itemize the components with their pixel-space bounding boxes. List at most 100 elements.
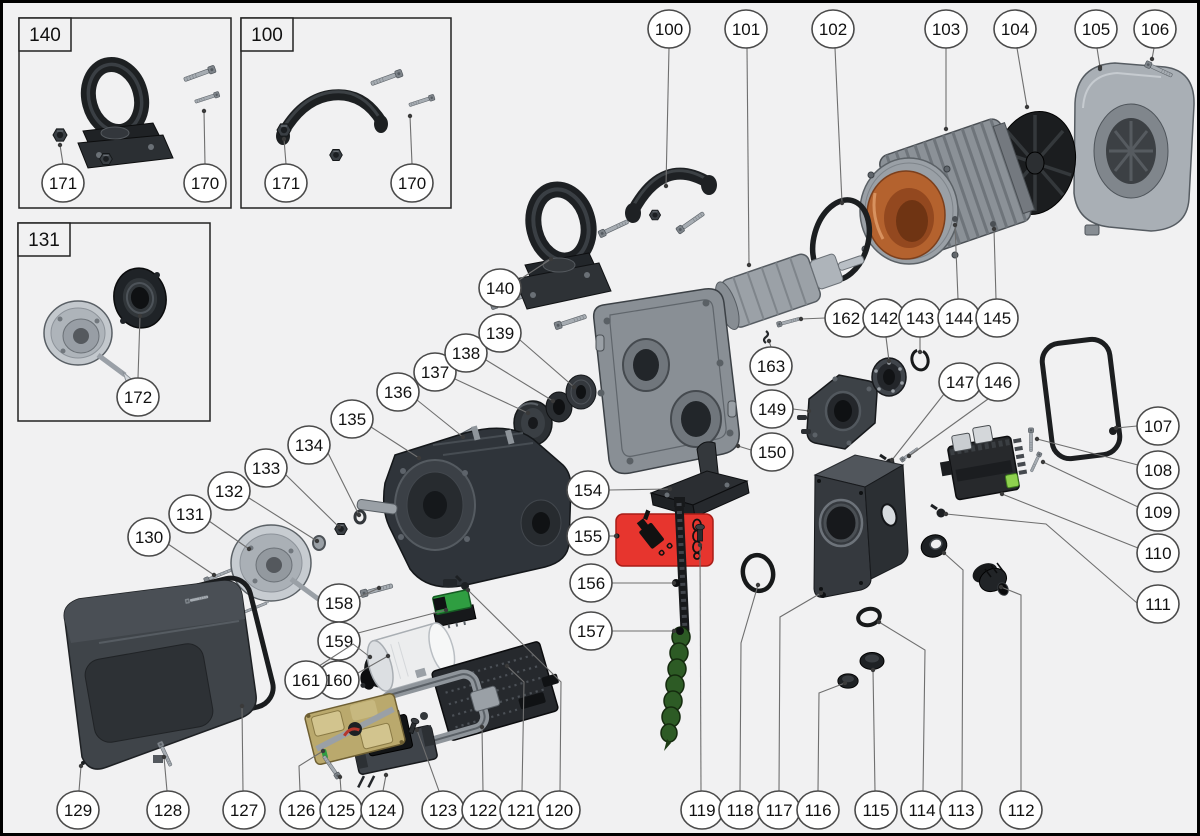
svg-text:147: 147: [946, 373, 974, 392]
callout-156: 156: [569, 563, 677, 603]
callout-146: 146: [906, 362, 1020, 459]
callout-134: 134: [287, 425, 362, 518]
callout-123: 123: [414, 727, 465, 830]
inset-100-label: 100: [251, 25, 283, 46]
parts-layer: [43, 56, 1195, 789]
inset-140-label: 140: [29, 25, 61, 46]
svg-text:125: 125: [327, 801, 355, 820]
svg-text:104: 104: [1001, 20, 1029, 39]
gearbox-part: [356, 425, 572, 588]
chain-bracket-part: [649, 441, 750, 518]
svg-text:119: 119: [688, 801, 715, 820]
cable-gland-112-part: [972, 562, 1009, 596]
capacitor-part: [360, 622, 456, 692]
svg-text:161: 161: [292, 671, 320, 690]
svg-text:145: 145: [983, 309, 1011, 328]
screw-162-part: [776, 315, 801, 328]
worm-gear-part: [660, 626, 691, 751]
callout-129: 129: [56, 763, 100, 830]
callout-103: 103: [924, 9, 968, 132]
callout-100: 100: [647, 9, 691, 189]
svg-text:156: 156: [577, 574, 605, 593]
svg-text:138: 138: [452, 344, 480, 363]
inset-131-tab: [17, 222, 71, 257]
brake-disc-part: [230, 524, 334, 614]
bearing-bracket-part: [797, 374, 878, 450]
callout-143: 143: [898, 298, 942, 355]
svg-text:126: 126: [287, 801, 315, 820]
svg-text:128: 128: [154, 801, 182, 820]
svg-text:131: 131: [176, 505, 204, 524]
svg-text:144: 144: [945, 309, 973, 328]
svg-text:134: 134: [295, 436, 323, 455]
svg-text:102: 102: [819, 20, 847, 39]
svg-text:121: 121: [507, 801, 535, 820]
svg-text:118: 118: [726, 801, 753, 820]
svg-text:140: 140: [486, 279, 514, 298]
callout-112: 112: [998, 584, 1043, 830]
callout-124: 124: [360, 772, 404, 830]
bearing-part: [871, 357, 907, 397]
ring-nut-113-part: [920, 534, 948, 558]
svg-text:139: 139: [486, 324, 514, 343]
warning-label-part: [614, 509, 714, 567]
callout-119: 119: [680, 542, 724, 830]
inset-131-parts: [43, 267, 167, 388]
callout-162: 162: [798, 298, 868, 338]
inset-140-parts: [52, 56, 221, 169]
inset-140-box: [18, 17, 232, 209]
svg-text:142: 142: [870, 309, 898, 328]
svg-text:130: 130: [135, 528, 163, 547]
svg-text:117: 117: [765, 801, 792, 820]
callout-159: 159: [317, 607, 449, 661]
callout-149: 149: [750, 389, 812, 429]
callout-137: 137: [413, 352, 531, 416]
washer-132-part: [312, 535, 326, 551]
callout-117: 117: [757, 590, 824, 830]
inset-100-tab: [240, 17, 294, 52]
handle-part: [597, 167, 717, 239]
callout-170: 170: [390, 113, 434, 203]
svg-text:170: 170: [191, 174, 219, 193]
callout-109: 109: [1040, 459, 1180, 532]
callout-108: 108: [1034, 436, 1180, 490]
grommet-111-part: [930, 503, 946, 518]
control-module-part: [939, 424, 1028, 501]
svg-text:133: 133: [252, 459, 280, 478]
svg-text:155: 155: [574, 527, 602, 546]
svg-text:116: 116: [804, 801, 831, 820]
svg-text:108: 108: [1144, 461, 1172, 480]
svg-text:146: 146: [984, 373, 1012, 392]
washer-134-part: [353, 509, 367, 525]
svg-text:132: 132: [215, 482, 243, 501]
callout-107: 107: [1113, 406, 1180, 446]
svg-text:172: 172: [124, 388, 152, 407]
grommet-120-part: [454, 574, 469, 590]
svg-text:106: 106: [1141, 20, 1169, 39]
callout-126: 126: [279, 748, 326, 830]
svg-text:114: 114: [908, 801, 935, 820]
hook-assembly-part: [489, 181, 612, 331]
svg-text:150: 150: [758, 443, 786, 462]
svg-text:159: 159: [325, 632, 353, 651]
svg-text:163: 163: [757, 357, 785, 376]
snap-ring-part: [910, 348, 930, 372]
gearbox-cover-plate-part: [592, 288, 740, 475]
svg-text:171: 171: [272, 174, 300, 193]
limit-switch-part: [304, 692, 406, 766]
callout-127: 127: [222, 703, 266, 830]
callout-110: 110: [999, 491, 1180, 573]
svg-text:111: 111: [1145, 595, 1171, 614]
callout-163: 163: [749, 338, 793, 386]
callout-136: 136: [376, 372, 466, 440]
callout-171: 171: [41, 142, 85, 203]
callout-122: 122: [461, 724, 505, 830]
callout-118: 118: [718, 582, 762, 830]
callout-145: 145: [975, 226, 1019, 338]
cover-part: [63, 580, 257, 770]
svg-text:154: 154: [574, 481, 602, 500]
svg-text:137: 137: [421, 363, 449, 382]
svg-text:105: 105: [1082, 20, 1110, 39]
seal-114-part: [856, 606, 882, 628]
